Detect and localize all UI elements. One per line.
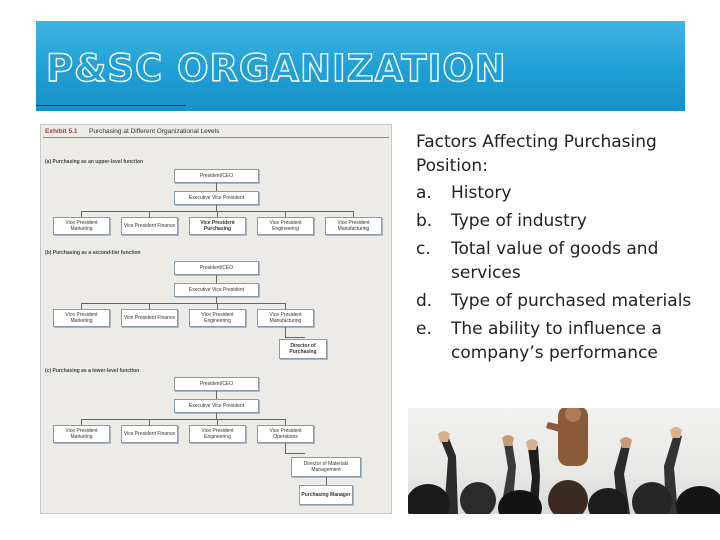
list-item: e. The ability to influence a company’s p… [416, 317, 716, 365]
ceo-box: President/CEO [174, 169, 259, 183]
connector [216, 391, 217, 399]
vp-engineering-box: Vice President Engineering [257, 217, 314, 235]
connector [353, 211, 354, 217]
exhibit-number: Exhibit 5.1 [45, 128, 78, 135]
connector [81, 303, 82, 309]
connector [285, 337, 305, 338]
factors-heading: Factors Affecting Purchasing Position: [416, 132, 657, 176]
audience-illustration [408, 408, 720, 514]
list-item: d. Type of purchased materials [416, 289, 716, 313]
vp-manufacturing-box: Vice President Manufacturing [325, 217, 382, 235]
connector [81, 211, 82, 217]
connector [285, 443, 286, 453]
list-item: a. History [416, 181, 716, 205]
section-a-label: (a) Purchasing as an upper-level functio… [45, 159, 144, 165]
vp-marketing-box: Vice President Marketing [53, 425, 110, 443]
evp-box: Executive Vice President [174, 399, 259, 413]
connector [285, 327, 286, 337]
connector [149, 419, 150, 425]
evp-box: Executive Vice President [174, 191, 259, 205]
list-item-text: Type of purchased materials [451, 291, 692, 311]
list-marker: a. [416, 183, 432, 203]
factors-list: Factors Affecting Purchasing Position: a… [416, 130, 716, 369]
list-marker: e. [416, 319, 432, 339]
list-marker: d. [416, 291, 433, 311]
connector [81, 303, 285, 304]
vp-finance-box: Vice President Finance [121, 217, 178, 235]
title-banner [36, 21, 685, 111]
vp-engineering-box: Vice President Engineering [189, 309, 246, 327]
vp-marketing-box: Vice President Marketing [53, 217, 110, 235]
vp-finance-box: Vice President Finance [121, 309, 178, 327]
connector [216, 297, 217, 303]
list-item-text: Type of industry [451, 211, 587, 231]
exhibit-caption: Purchasing at Different Organizational L… [89, 128, 220, 135]
connector [285, 419, 286, 425]
connector [216, 413, 217, 419]
slide-title: P&SC ORGANIZATION [45, 47, 507, 90]
connector [285, 211, 286, 217]
connector [217, 419, 218, 425]
section-b-label: (b) Purchasing as a second-tier function [45, 250, 141, 256]
connector [81, 419, 285, 420]
list-marker: c. [416, 239, 431, 259]
director-materials-box: Director of Materials Management [291, 457, 361, 477]
org-chart-exhibit: Exhibit 5.1 Purchasing at Different Orga… [40, 124, 392, 514]
vp-operations-box: Vice President Operations [257, 425, 314, 443]
connector [217, 303, 218, 309]
connector [285, 453, 305, 454]
vp-marketing-box: Vice President Marketing [53, 309, 110, 327]
connector [216, 205, 217, 211]
connector [216, 183, 217, 191]
ceo-box: President/CEO [174, 377, 259, 391]
list-item: c. Total value of goods and services [416, 237, 716, 285]
vp-purchasing-box: Vice President Purchasing [189, 217, 246, 235]
connector [285, 303, 286, 309]
connector [217, 211, 218, 217]
audience-photo [408, 408, 720, 514]
vp-finance-box: Vice President Finance [121, 425, 178, 443]
connector [81, 419, 82, 425]
director-purchasing-box: Director of Purchasing [279, 339, 327, 359]
section-c-label: (c) Purchasing as a lower-level function [45, 368, 140, 374]
list-item: b. Type of industry [416, 209, 716, 233]
connector [326, 477, 327, 485]
vp-engineering-box: Vice President Engineering [189, 425, 246, 443]
list-marker: b. [416, 211, 433, 231]
list-item-text: The ability to influence a company’s per… [451, 319, 662, 363]
list-item-text: Total value of goods and services [451, 239, 659, 283]
ceo-box: President/CEO [174, 261, 259, 275]
connector [149, 303, 150, 309]
vp-manufacturing-box: Vice President Manufacturing [257, 309, 314, 327]
purchasing-manager-box: Purchasing Manager [299, 485, 353, 505]
evp-box: Executive Vice President [174, 283, 259, 297]
title-underline [36, 105, 186, 106]
connector [216, 275, 217, 283]
exhibit-header: Exhibit 5.1 Purchasing at Different Orga… [43, 128, 389, 138]
list-item-text: History [451, 183, 512, 203]
connector [149, 211, 150, 217]
